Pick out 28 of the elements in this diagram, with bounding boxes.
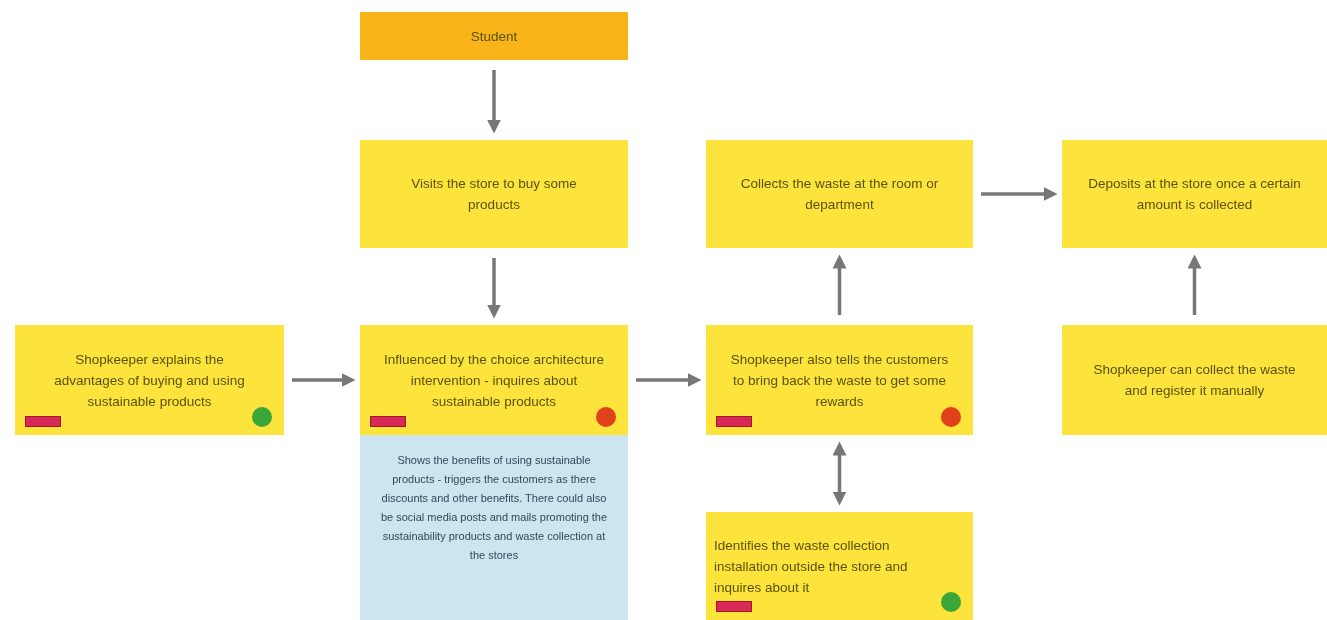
sticky-note [706, 325, 973, 435]
note-text: Shows the benefits of using sustainable products - triggers the customers as there discounts and other benefits. There could also be social media posts and mails promoting the sustainability products and waste collection at the stores [380, 453, 608, 563]
sticky-note [706, 512, 973, 620]
arrow [981, 187, 1058, 201]
arrow [832, 254, 847, 315]
sticky-note [15, 325, 284, 435]
sticky-note [706, 140, 973, 248]
step-text: Visits the store to buy some products [410, 175, 578, 214]
actor-box [360, 12, 628, 60]
arrow [292, 373, 356, 387]
step-text: Identifies the waste collection installation outside the store and inquires about it [714, 536, 909, 597]
arrow [832, 441, 847, 506]
sticky-note [360, 140, 628, 248]
step-text: Shopkeeper also tells the customers to bring back the waste to get some rewards [730, 350, 949, 411]
arrow [487, 258, 501, 319]
step-text: Collects the waste at the room or department [739, 175, 940, 214]
step-text: Shopkeeper explains the advantages of buying and using sustainable products [53, 350, 246, 411]
step-text: Student [470, 27, 518, 46]
step-text: Influenced by the choice architecture intervention - inquires about sustainable products [384, 350, 604, 411]
sticky-note [360, 325, 628, 435]
note-box [360, 435, 628, 620]
arrow [487, 70, 501, 134]
arrow [636, 373, 702, 387]
step-text: Shopkeeper can collect the waste and register it manually [1092, 361, 1297, 400]
arrow [1187, 254, 1202, 315]
sticky-note [1062, 325, 1327, 435]
sticky-note [1062, 140, 1327, 248]
step-text: Deposits at the store once a certain amount is collected [1087, 175, 1302, 214]
